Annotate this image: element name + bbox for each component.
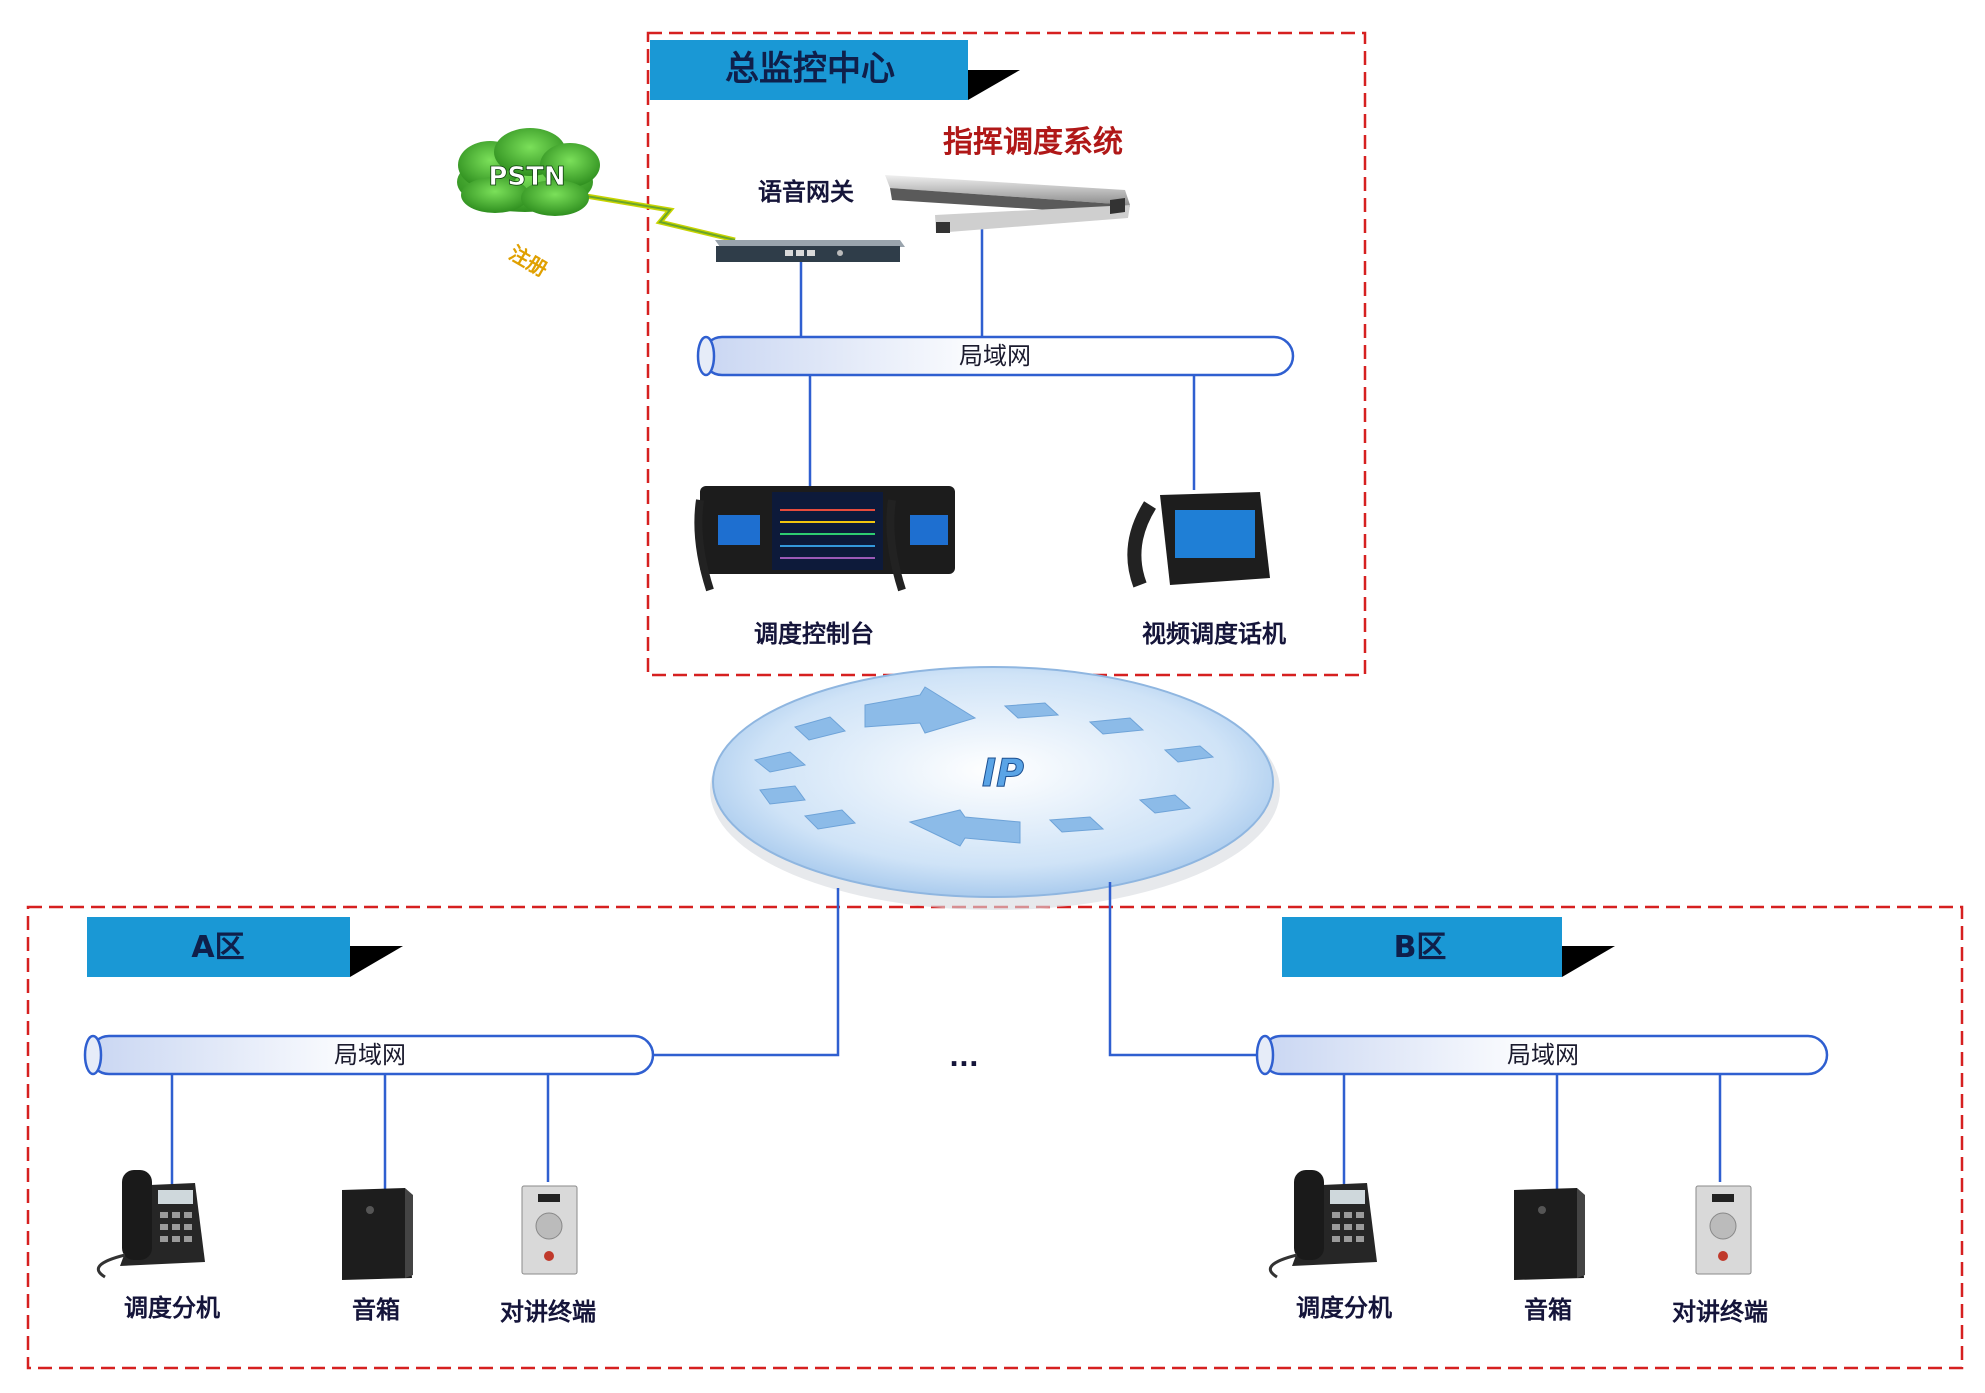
ip-zone-links: [652, 882, 1262, 1057]
ip-label: IP: [982, 751, 1024, 795]
center-lan-label: 局域网: [959, 342, 1031, 370]
ellipsis-label: ...: [949, 1043, 979, 1073]
zone-b-banner: [1282, 917, 1615, 977]
zone-a-speaker-icon: [342, 1188, 413, 1280]
voice-gateway-label: 语音网关: [758, 178, 854, 206]
command-system-label: 指挥调度系统: [943, 125, 1123, 160]
zone-a-device-label: 音箱: [352, 1296, 400, 1324]
register-label: 注册: [505, 241, 552, 282]
dispatch-server-icon: [885, 175, 1130, 233]
center-links: [799, 220, 1196, 495]
zone-a-title: A区: [191, 930, 244, 965]
ip-cloud: [710, 666, 1280, 910]
zone-b-desk-phone-icon: [1268, 1170, 1377, 1279]
zone-a-desk-phone-icon: [96, 1170, 205, 1279]
zone-a-lan-pipe: [83, 1034, 655, 1076]
console-label: 调度控制台: [754, 620, 874, 648]
zone-b-intercom-icon: [1695, 1185, 1752, 1275]
zone-a-lan-label: 局域网: [334, 1041, 406, 1069]
center-frame: [646, 31, 1367, 677]
zone-b-device-label: 对讲终端: [1672, 1298, 1768, 1326]
zone-b-lan-label: 局域网: [1507, 1041, 1579, 1069]
pstn-cloud-icon: [457, 128, 600, 216]
zone-b-lan-pipe: [1255, 1034, 1829, 1076]
pstn-label: PSTN: [488, 162, 565, 192]
zone-b-device-label: 调度分机: [1296, 1294, 1392, 1322]
voice-gateway-icon: [715, 240, 905, 262]
video-phone-label: 视频调度话机: [1142, 620, 1286, 648]
zone-a-device-label: 调度分机: [124, 1294, 220, 1322]
pstn-link: [579, 192, 736, 243]
zone-b-title: B区: [1394, 930, 1447, 965]
center-title-banner: [650, 40, 1020, 100]
zone-a-device-label: 对讲终端: [500, 1298, 596, 1326]
zone-b-speaker-icon: [1514, 1188, 1585, 1280]
dispatch-console-icon: [694, 486, 955, 592]
center-title: 总监控中心: [725, 49, 895, 89]
zone-device-links: [170, 1074, 1722, 1190]
video-phone-icon: [1127, 492, 1270, 588]
zone-b-device-label: 音箱: [1524, 1296, 1572, 1324]
zone-a-banner: [87, 917, 403, 977]
zone-a-intercom-icon: [521, 1185, 578, 1275]
center-lan-pipe: [696, 335, 1295, 377]
